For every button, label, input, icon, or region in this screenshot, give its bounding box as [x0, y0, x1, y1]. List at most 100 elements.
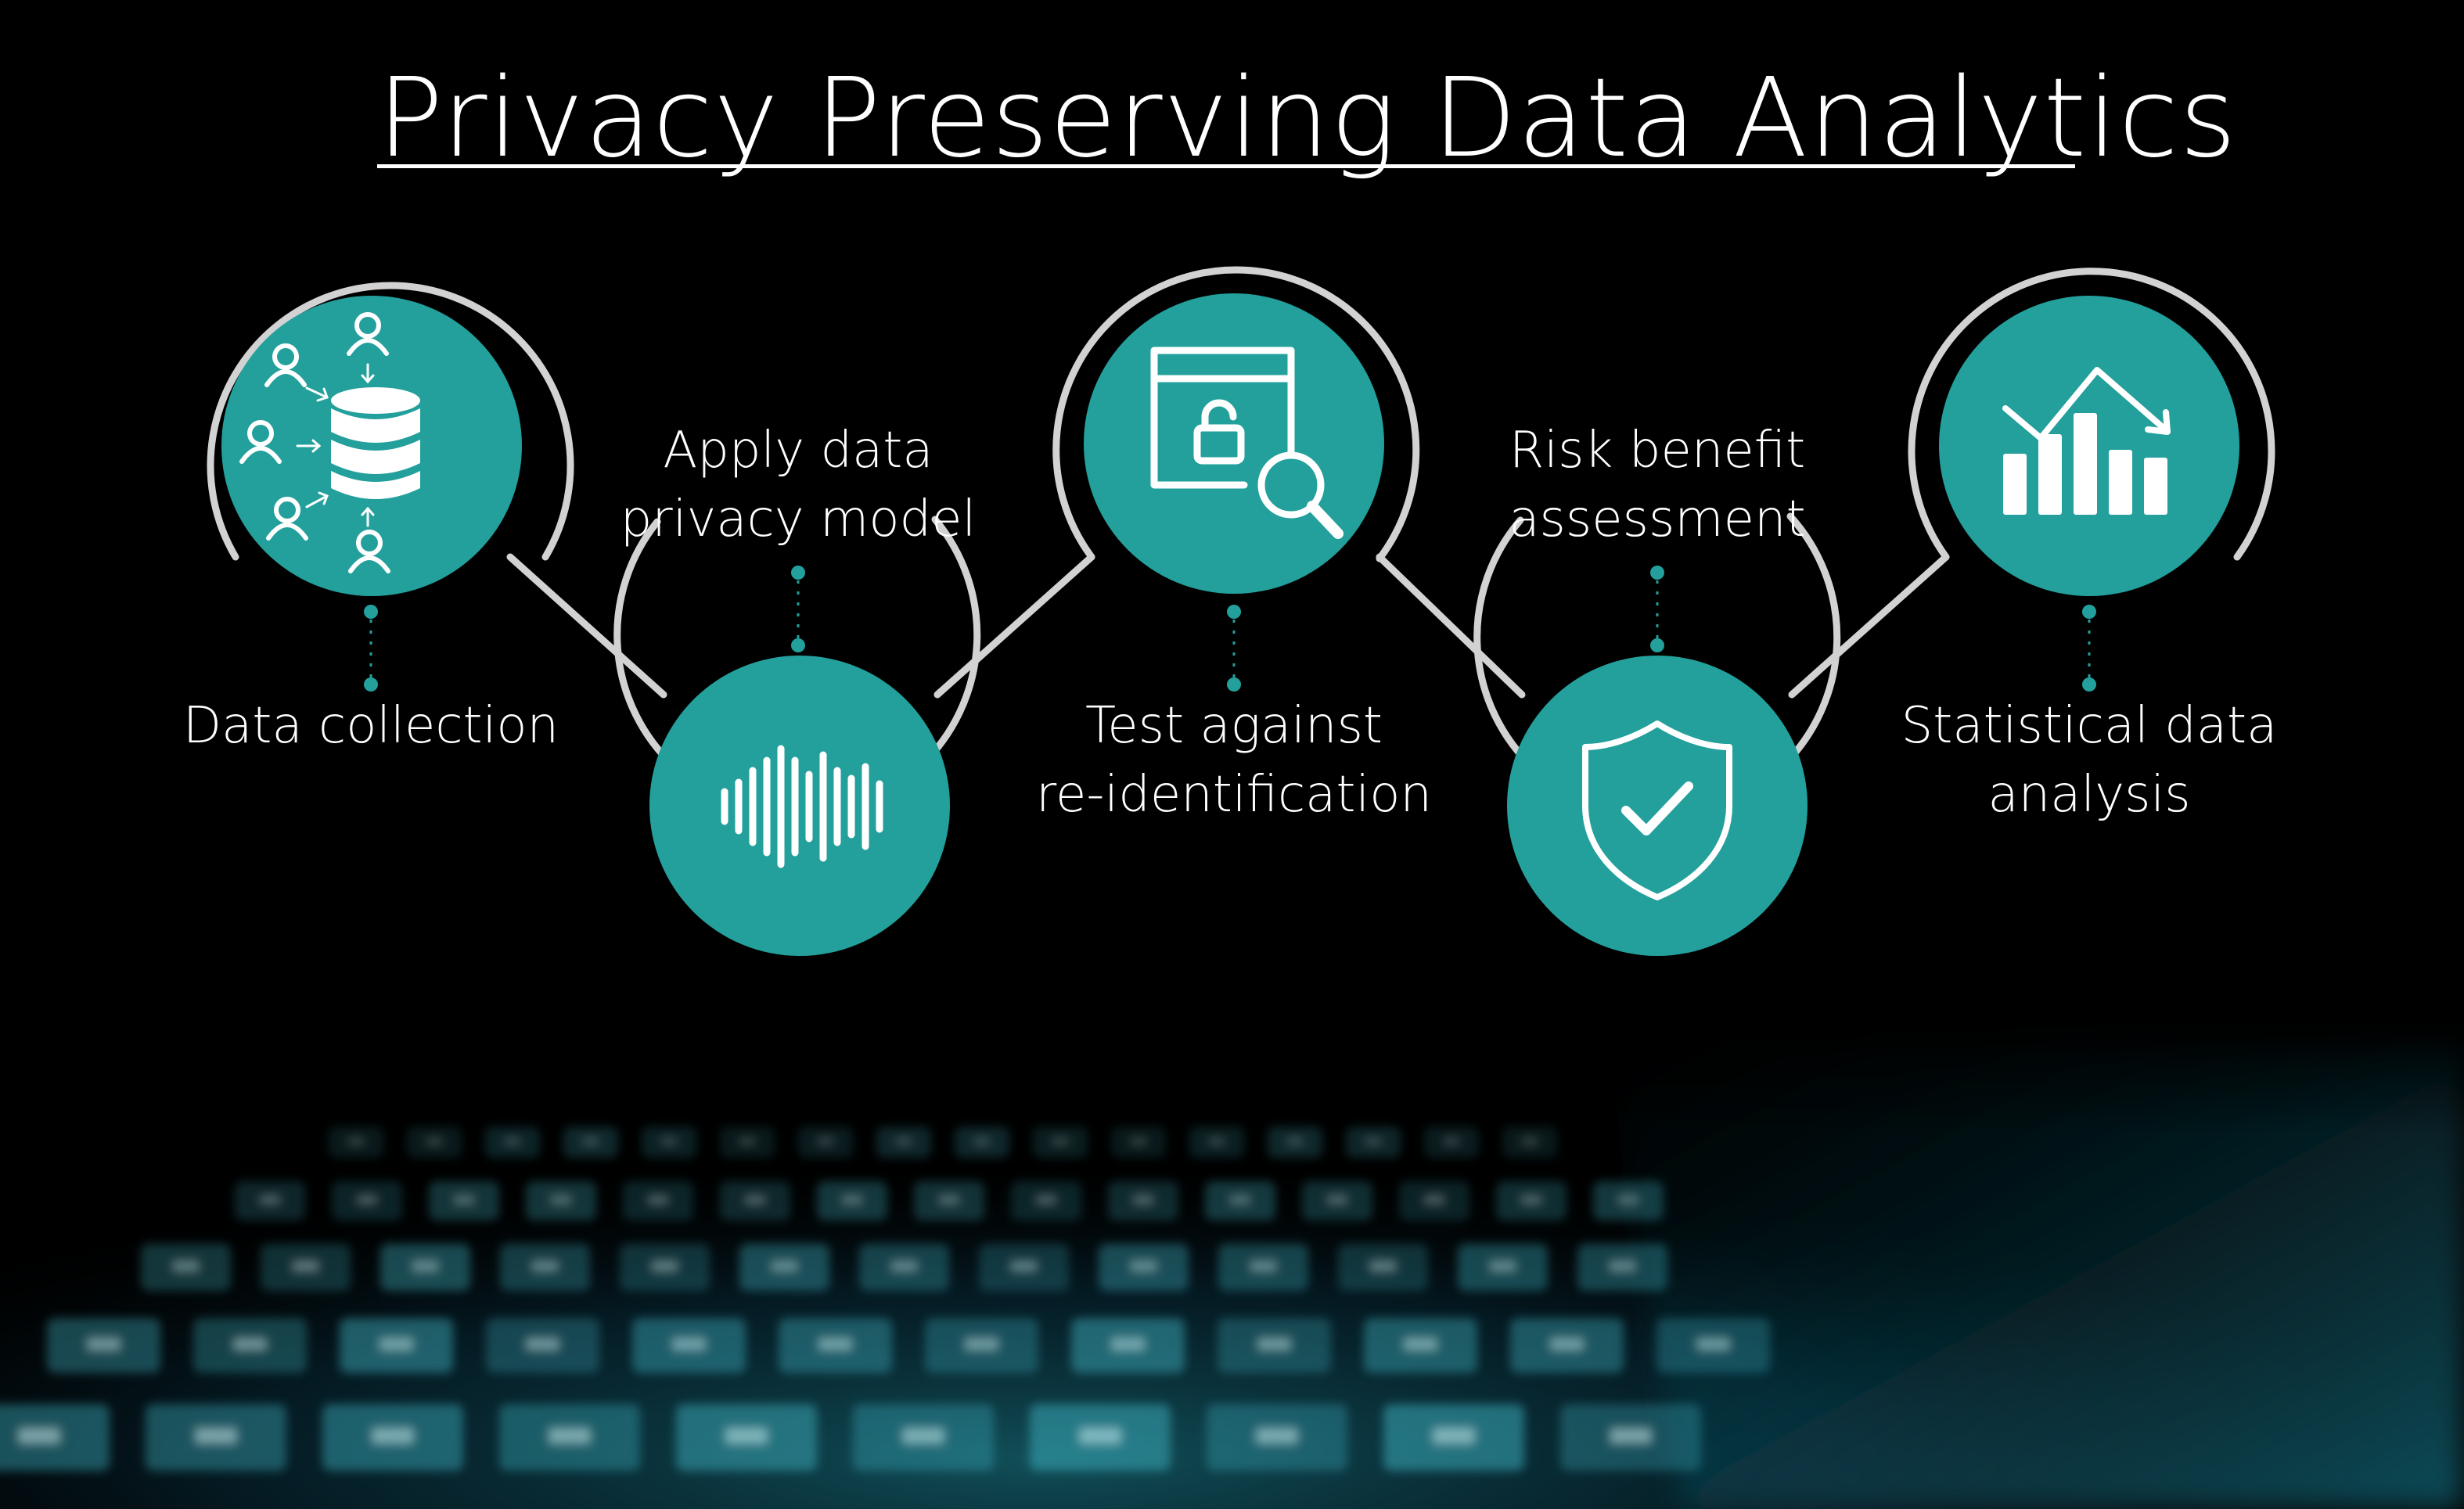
title-underline: [377, 164, 2075, 168]
keyboard-key-glyph: [347, 1137, 365, 1145]
keyboard-key-glyph: [412, 1260, 439, 1272]
keyboard-key-glyph: [841, 1195, 863, 1205]
step-2-label: Apply data privacy model: [603, 416, 994, 554]
keyboard-key-glyph: [1521, 1137, 1538, 1145]
sound-wave-icon: [721, 745, 883, 868]
step-2-disc: [649, 656, 950, 956]
connector-2-3: [933, 553, 1095, 699]
keyboard-key-glyph: [356, 1195, 378, 1205]
keyboard-key-glyph: [1250, 1260, 1277, 1272]
keyboard-key-glyph: [259, 1195, 281, 1205]
keyboard-key-glyph: [1423, 1195, 1445, 1205]
bar-chart-down-trend-icon: [2002, 367, 2171, 515]
keyboard-key-glyph: [890, 1260, 918, 1272]
step-5-label-line-2: analysis: [1987, 766, 2191, 824]
keyboard-key-glyph: [1489, 1260, 1516, 1272]
step-4-label-line-2: assessment: [1509, 490, 1806, 548]
keyboard-key-glyph: [292, 1260, 319, 1272]
step-3-label-line-2: re-identification: [1036, 766, 1432, 824]
step-2-label-line-1: Apply data: [663, 422, 933, 480]
keyboard-key-glyph: [1443, 1137, 1460, 1145]
step-3-label-line-1: Test against: [1085, 697, 1383, 755]
keyboard-key-glyph: [1286, 1137, 1304, 1145]
keyboard-key-glyph: [232, 1337, 268, 1351]
keyboard-key-glyph: [895, 1137, 912, 1145]
keyboard-key-glyph: [379, 1337, 414, 1351]
ring-arc-3: [1052, 266, 1420, 562]
keyboard-key-glyph: [1130, 1260, 1157, 1272]
keyboard-key-glyph: [744, 1195, 766, 1205]
step-4-disc: [1507, 656, 1808, 956]
keyboard-key-glyph: [964, 1337, 999, 1351]
keyboard-key-glyph: [1403, 1337, 1438, 1351]
step-1-label: Data collection: [175, 692, 567, 760]
keyboard-key-glyph: [1035, 1195, 1057, 1205]
ring-arc-1: [207, 282, 574, 561]
keyboard-key-glyph: [651, 1260, 678, 1272]
keyboard-key-glyph: [550, 1195, 572, 1205]
keyboard-key-glyph: [771, 1260, 798, 1272]
keyboard-key-glyph: [504, 1137, 521, 1145]
keyboard-key-glyph: [86, 1337, 121, 1351]
keyboard-key-glyph: [1132, 1195, 1154, 1205]
keyboard-key-glyph: [1130, 1137, 1147, 1145]
keyboard-key-glyph: [1549, 1337, 1585, 1351]
keyboard-key-glyph: [973, 1137, 991, 1145]
step-1-label-line-1: Data collection: [182, 697, 559, 755]
keyboard-key-glyph: [1369, 1260, 1397, 1272]
keyboard-key-glyph: [1696, 1337, 1731, 1351]
keyboard-key-glyph: [1052, 1137, 1069, 1145]
step-4-label-line-1: Risk benefit: [1509, 422, 1806, 480]
keyboard-key-glyph: [817, 1137, 834, 1145]
keyboard-key-glyph: [1610, 1427, 1652, 1444]
keyboard-key-glyph: [1256, 1427, 1298, 1444]
step-5-label-line-1: Statistical data: [1901, 697, 2278, 755]
keyboard-key-glyph: [195, 1427, 237, 1444]
keyboard-key-glyph: [1520, 1195, 1542, 1205]
keyboard-key-glyph: [1365, 1137, 1382, 1145]
keyboard-key-glyph: [938, 1195, 960, 1205]
keyboard-key-glyph: [18, 1427, 60, 1444]
keyboard-key-glyph: [660, 1137, 678, 1145]
keyboard-key-glyph: [1010, 1260, 1038, 1272]
page-title: Privacy Preserving Data Analytics: [377, 55, 2238, 182]
keyboard-key-glyph: [1257, 1337, 1292, 1351]
keyboard-key-glyph: [818, 1337, 853, 1351]
keyboard-key-glyph: [725, 1427, 768, 1444]
database-users-icon: [239, 312, 420, 573]
step-1-disc: [221, 296, 522, 596]
keyboard-key-glyph: [739, 1137, 756, 1145]
dotted-leaders: [364, 566, 2096, 692]
keyboard-key-glyph: [426, 1137, 443, 1145]
step-4-label: Risk benefit assessment: [1462, 416, 1853, 554]
keyboard-key-glyph: [172, 1260, 200, 1272]
step-3-disc: [1084, 293, 1384, 594]
step-2-label-line-2: privacy model: [620, 490, 977, 548]
connector-4-5: [1788, 553, 1950, 699]
keyboard-key-glyph: [1433, 1427, 1475, 1444]
shield-check-icon: [1582, 720, 1732, 900]
locked-window-search-icon: [1150, 347, 1344, 539]
step-5-label: Statistical data analysis: [1878, 692, 2300, 829]
keyboard-key-glyph: [582, 1137, 599, 1145]
keyboard-key-glyph: [372, 1427, 414, 1444]
keyboard-key-glyph: [671, 1337, 707, 1351]
keyboard-key-glyph: [1609, 1260, 1636, 1272]
ring-arc-5: [1908, 268, 2275, 561]
keyboard-key-glyph: [1326, 1195, 1348, 1205]
keyboard-key-glyph: [1079, 1427, 1121, 1444]
keyboard-key-glyph: [647, 1195, 669, 1205]
keyboard-key-glyph: [531, 1260, 559, 1272]
keyboard-key-glyph: [1229, 1195, 1251, 1205]
keyboard-key-glyph: [1617, 1195, 1639, 1205]
keyboard-key-glyph: [525, 1337, 560, 1351]
connector-3-4: [1376, 553, 1526, 699]
keyboard-key-glyph: [1110, 1337, 1146, 1351]
keyboard-key-glyph: [453, 1195, 475, 1205]
connector-1-2: [506, 553, 667, 699]
keyboard-key-glyph: [1208, 1137, 1225, 1145]
keyboard-key-glyph: [549, 1427, 591, 1444]
